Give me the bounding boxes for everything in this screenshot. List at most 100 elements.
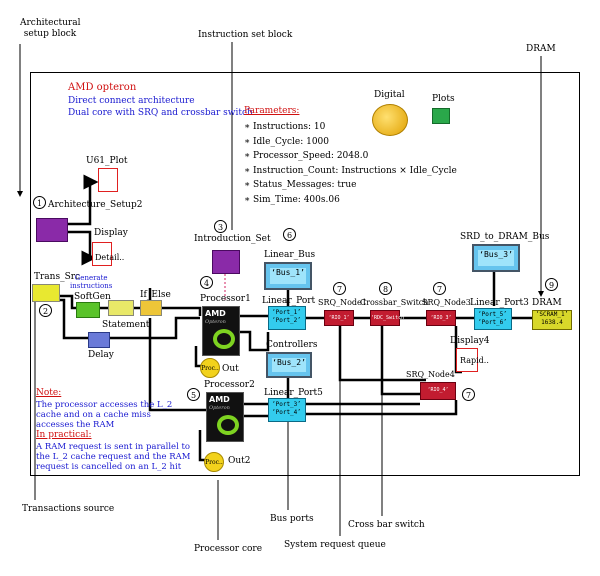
- port6-text: ‘Port_6’: [478, 319, 507, 326]
- param-item: ∗ Processor_Speed: 2048.0: [244, 151, 369, 161]
- callout-architectural-setup: Architectural setup block: [20, 18, 81, 39]
- plots-icon[interactable]: [432, 108, 450, 124]
- crossbar-switch-block[interactable]: ‘RDC_Switch’: [370, 310, 407, 326]
- bus3-display[interactable]: ‘Bus_3’: [472, 244, 520, 272]
- bus3-text: ‘Bus_3’: [478, 250, 514, 266]
- wire-srq1-srq4: [338, 326, 426, 382]
- wire-xbar-srq4: [380, 326, 420, 396]
- wire-port5-srq4b: [306, 400, 458, 416]
- callout-cross-bar-switch: Cross bar switch: [348, 520, 425, 530]
- wire-ifelse-proc2: [148, 318, 206, 412]
- architecture-setup-label: Architecture_Setup2: [48, 200, 143, 210]
- srq-node3-block[interactable]: ‘RIO_3’: [426, 310, 456, 326]
- param-item: ∗ Sim_Time: 400s.06: [244, 194, 340, 205]
- srq-node4-block[interactable]: ‘RIO_4’: [420, 382, 456, 400]
- trans-src-block[interactable]: [32, 284, 60, 302]
- param-item: ∗ Idle_Cycle: 1000: [244, 136, 330, 147]
- wire-proc1-port2: [240, 330, 270, 352]
- rapid-label: Rapid..: [460, 356, 489, 365]
- number-badge: 4: [200, 276, 213, 289]
- callout-dram: DRAM: [526, 44, 556, 54]
- header-title: AMD opteron: [68, 82, 137, 93]
- detail-label: Detail..: [95, 253, 125, 262]
- wire-setup-display: [68, 230, 97, 266]
- port2-text: ‘Port_2’: [272, 317, 301, 324]
- dram-label: DRAM: [532, 298, 562, 308]
- proc-out1-node[interactable]: Proc..: [200, 358, 220, 378]
- digital-icon[interactable]: [372, 104, 408, 136]
- controllers-label: Controllers: [266, 340, 318, 350]
- opteron-ring-icon: [217, 415, 239, 435]
- callout-instruction-set: Instruction set block: [198, 30, 293, 40]
- number-badge: 7: [333, 282, 346, 295]
- digital-label: Digital: [374, 90, 405, 100]
- opteron-ring-icon: [213, 329, 235, 349]
- number-badge: 9: [545, 278, 558, 291]
- note-sub-title: In practical:: [36, 430, 92, 440]
- port4-text: ‘Port_4’: [272, 409, 301, 416]
- note-text: The processor accesses the L_2 cache and…: [36, 400, 173, 430]
- linear-port-block[interactable]: ‘Port_1’ ‘Port_2’: [268, 306, 306, 330]
- callout-processor-core: Processor core: [194, 544, 263, 554]
- linear-port5-block[interactable]: ‘Port_3’ ‘Port_4’: [268, 398, 306, 422]
- wire-trans-softgen: [60, 294, 76, 310]
- srq-node4-label: SRQ_Node4: [406, 370, 455, 379]
- srq-node1-label: SRQ_Node1: [318, 298, 367, 307]
- parameters-title: Parameters:: [244, 106, 300, 116]
- delay-block[interactable]: [88, 332, 110, 348]
- parameters-list: ∗ Instructions: 10 ∗ Idle_Cycle: 1000 ∗ …: [244, 120, 457, 207]
- u61-plot-block[interactable]: [98, 168, 118, 192]
- param-item: ∗ Instruction_Count: Instructions × Idle…: [244, 165, 457, 176]
- bus2-display[interactable]: ‘Bus_2’: [266, 352, 312, 378]
- processor2-block[interactable]: AMD Opteron: [206, 392, 244, 442]
- param-item: ∗ Status_Messages: true: [244, 180, 357, 190]
- srq-node3-label: SRQ_Node3: [422, 298, 471, 307]
- linear-port-label: Linear_Port: [262, 296, 316, 306]
- linear-port3-block[interactable]: ‘Port_5’ ‘Port_6’: [474, 308, 512, 330]
- introduction-set-block[interactable]: [212, 250, 240, 274]
- introduction-set-label: Introduction_Set: [194, 234, 271, 244]
- srd-to-dram-bus-label: SRD_to_DRAM_Bus: [460, 232, 550, 242]
- display4-block[interactable]: [456, 348, 478, 372]
- statement-block[interactable]: [108, 300, 134, 316]
- plots-label: Plots: [432, 94, 455, 104]
- dram-block[interactable]: ‘SCRAM_1’ 1638.4: [532, 310, 572, 330]
- if-else-block[interactable]: [140, 300, 162, 316]
- proc-out2-node[interactable]: Proc..: [204, 452, 224, 472]
- wire-delay-proc: [108, 316, 200, 340]
- crossbar-switch-label: Crossbar_Switch: [360, 298, 429, 307]
- number-badge: 8: [379, 282, 392, 295]
- linear-port5-label: Linear_Port5: [264, 388, 323, 398]
- processor1-block[interactable]: AMD Opteron: [202, 306, 240, 356]
- bus1-display[interactable]: ‘Bus_1’: [264, 262, 312, 290]
- generate-instructions-note: Generate instructions: [70, 274, 113, 290]
- trans-src-label: Trans_Src: [34, 272, 81, 282]
- display-label: Display: [94, 228, 128, 238]
- display4-label: Display4: [450, 336, 490, 346]
- model-canvas-frame: [30, 72, 580, 476]
- delay-label: Delay: [88, 350, 114, 360]
- wire-srq3-display: [454, 326, 462, 374]
- header-line2: Dual core with SRQ and crossbar switch: [68, 108, 253, 118]
- display-block[interactable]: [92, 242, 112, 266]
- wire-setup-plot: [68, 174, 99, 226]
- port3-text: ‘Port_3’: [272, 401, 301, 408]
- out-label: Out: [222, 364, 239, 374]
- port1-text: ‘Port_1’: [272, 309, 301, 316]
- processor1-label: Processor1: [200, 294, 251, 304]
- u61-plot-label: U61_Plot: [86, 156, 128, 166]
- wire-delay-in: [60, 298, 88, 340]
- callout-system-request-queue: System request queue: [284, 540, 386, 550]
- softgen-block[interactable]: [76, 302, 100, 318]
- srq-node1-block[interactable]: ‘RIO_1’: [324, 310, 354, 326]
- number-badge: 2: [39, 304, 52, 317]
- linear-port3-label: Linear_Port3: [470, 298, 529, 308]
- architecture-setup-block[interactable]: [36, 218, 68, 242]
- proc-text: Proc..: [205, 459, 223, 466]
- callout-bus-ports: Bus ports: [270, 514, 314, 524]
- wire-ifelse-proc1: [162, 306, 202, 316]
- softgen-label: SoftGen: [74, 292, 111, 302]
- processor2-label: Processor2: [204, 380, 255, 390]
- number-badge: 7: [462, 388, 475, 401]
- proc-text: Proc..: [201, 365, 219, 372]
